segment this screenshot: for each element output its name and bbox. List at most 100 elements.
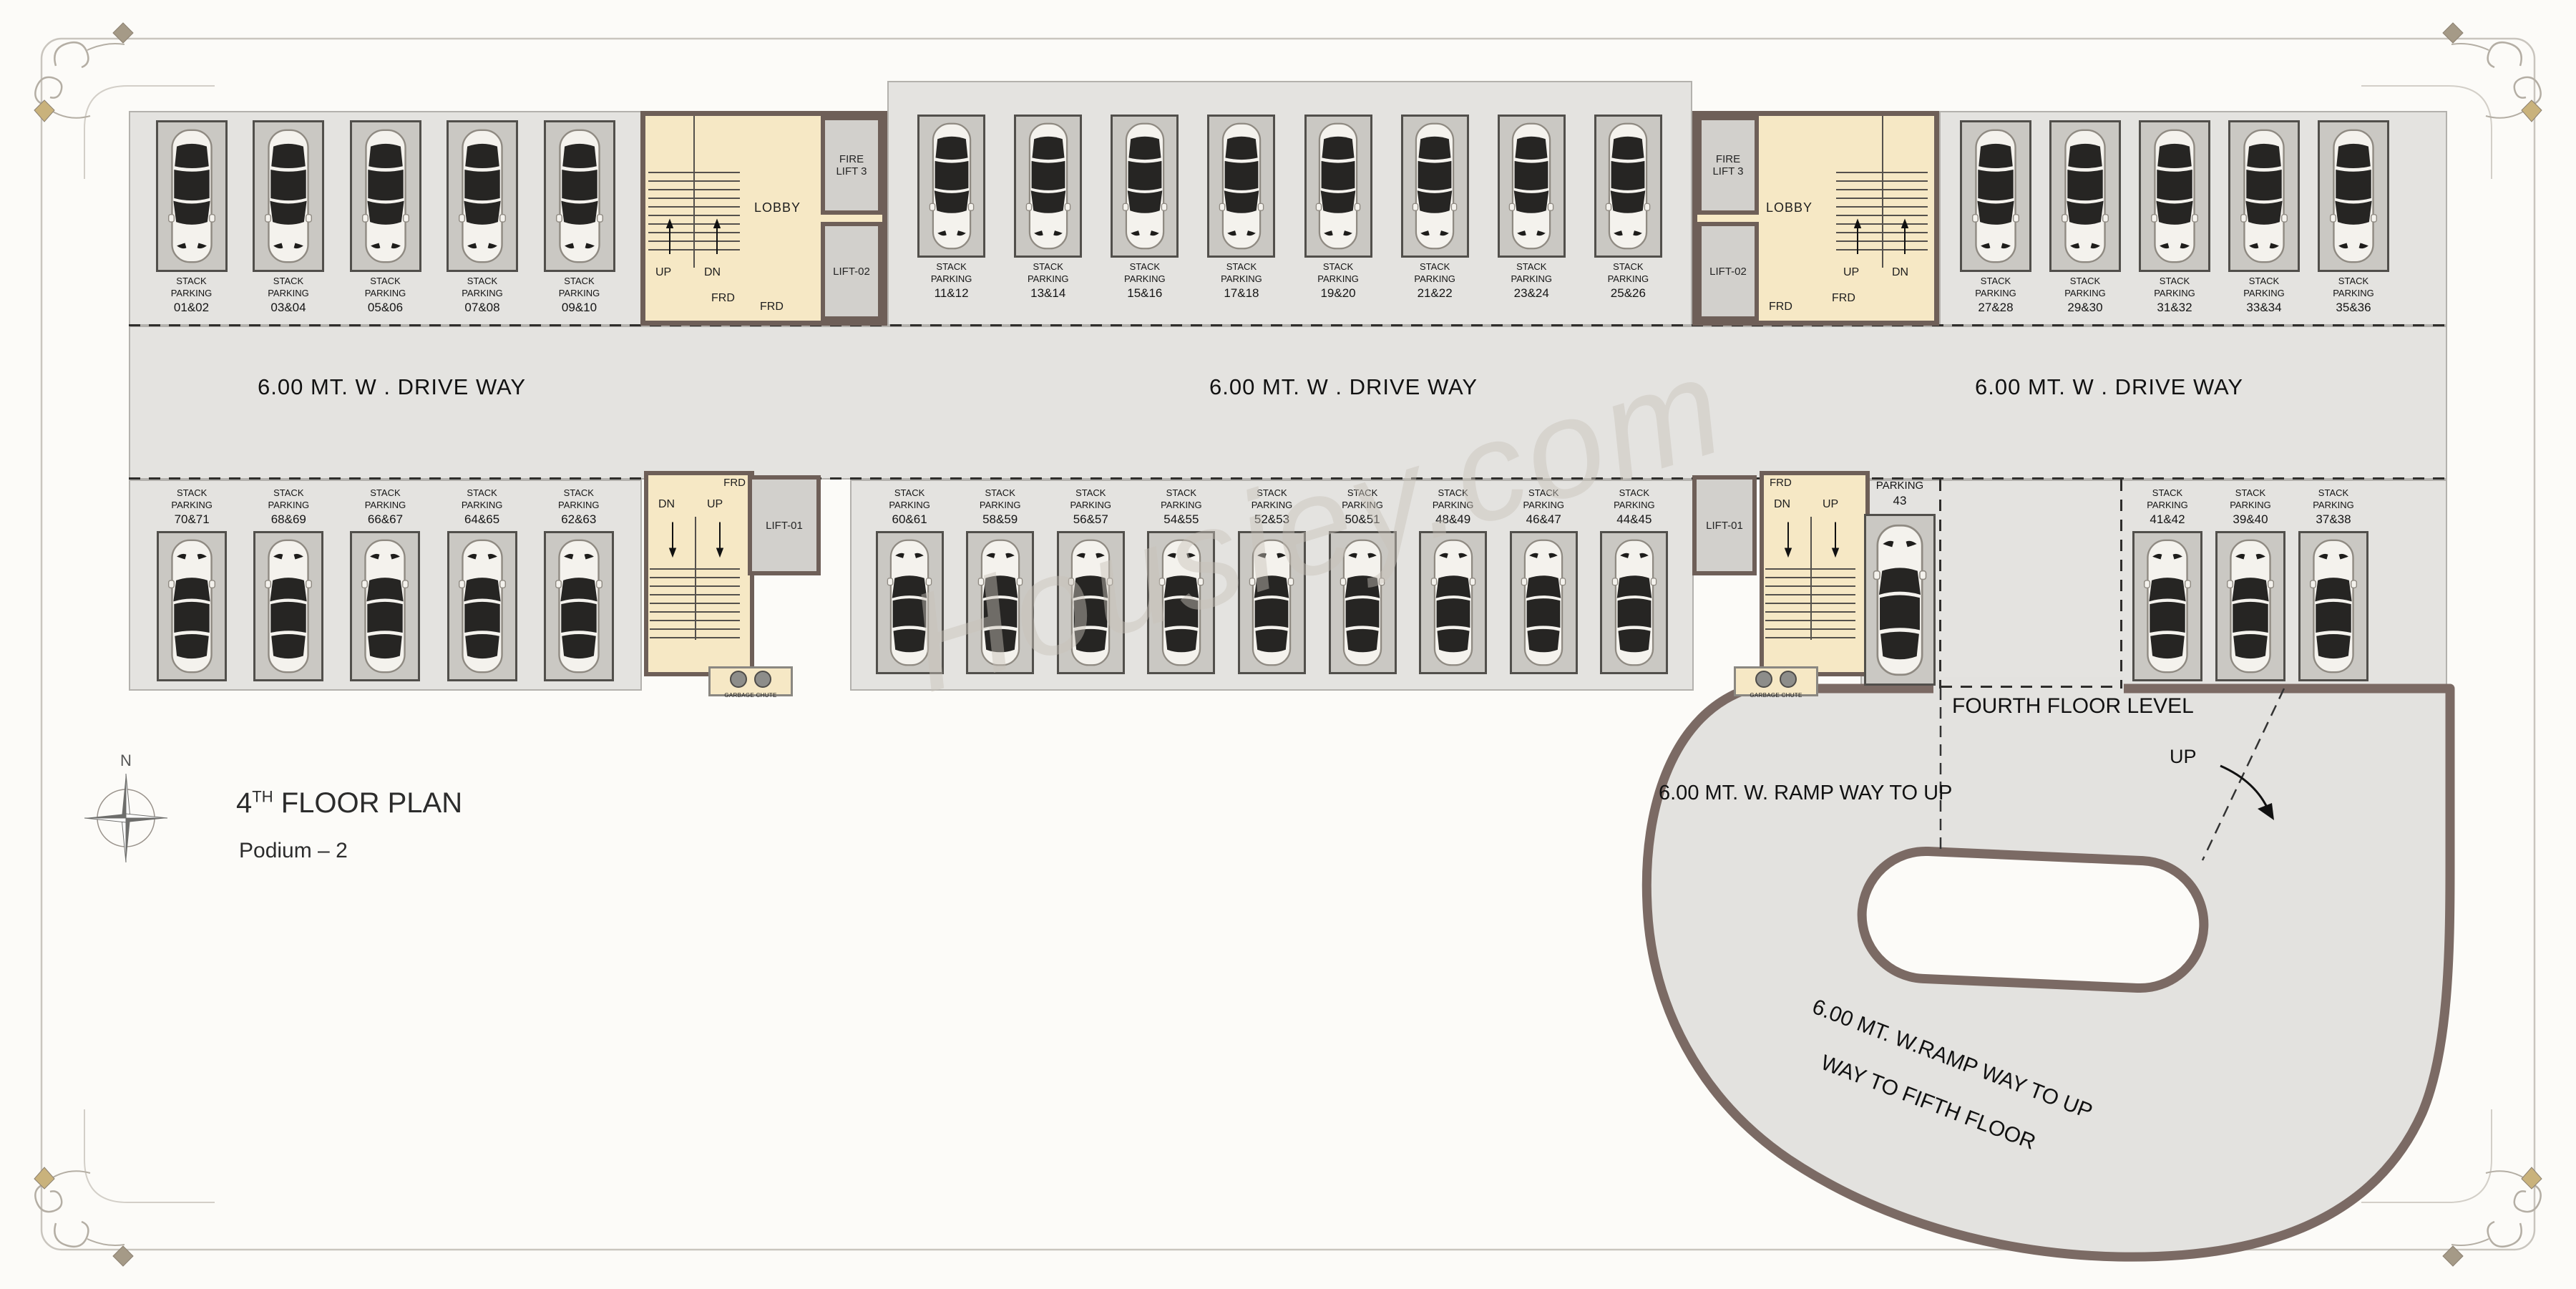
stall-box <box>2132 530 2202 681</box>
stall-label: STACK PARKING 35&36 <box>2333 276 2374 314</box>
stall-label: STACK PARKING 37&38 <box>2313 487 2354 526</box>
dn-label: DN <box>704 266 721 278</box>
lift-01-room: LIFT-01 <box>1692 475 1757 575</box>
stall-label: STACK PARKING 29&30 <box>2064 276 2106 314</box>
car-top-view <box>1063 538 1118 667</box>
stall-box <box>1111 115 1179 258</box>
stall-box <box>2139 120 2210 272</box>
stall-label: STACK PARKING 19&20 <box>1317 261 1359 300</box>
stall-row-top-middle: STACK PARKING 11&12 STACK PARKING 13&14 … <box>889 115 1691 305</box>
garbage-chute-label: GARBAGE CHUTE <box>724 692 777 699</box>
car-top-view <box>551 128 608 264</box>
car-top-view <box>1516 538 1571 667</box>
car-top-view <box>1607 538 1662 667</box>
compass-rose: N <box>84 751 168 863</box>
stall-box <box>2049 120 2121 272</box>
stall-label: STACK PARKING 17&18 <box>1221 261 1262 300</box>
parking-stall: STACK PARKING 31&32 <box>2139 120 2210 319</box>
stall-label: STACK PARKING 39&40 <box>2230 487 2271 526</box>
stall-label: STACK PARKING 48&49 <box>1432 487 1474 526</box>
stall-row-top-right: STACK PARKING 27&28 STACK PARKING 29&30 … <box>1942 120 2407 319</box>
stall-label: STACK PARKING 01&02 <box>170 276 213 314</box>
stall-label: STACK PARKING 46&47 <box>1523 487 1565 526</box>
car-top-view <box>1154 538 1209 667</box>
stall-label: STACK PARKING 58&59 <box>979 487 1021 526</box>
stair-divider <box>693 116 695 268</box>
lift-02-room: LIFT-02 <box>1697 222 1759 321</box>
parking-stall: STACK PARKING 13&14 <box>1014 115 1083 305</box>
parking-43-label: PARKING 43 <box>1875 480 1924 507</box>
stall-box <box>543 530 614 681</box>
parking-stall: STACK PARKING 17&18 <box>1207 115 1276 305</box>
stall-label: STACK PARKING 27&28 <box>1975 276 2016 314</box>
driveway-label-right: 6.00 MT. W . DRIVE WAY <box>1975 374 2244 399</box>
frd-label: FRD <box>1832 292 1855 304</box>
car-top-view <box>1426 538 1480 667</box>
car-top-view <box>1601 122 1655 250</box>
lift-02-room: LIFT-02 <box>821 222 882 321</box>
compass-north-letter: N <box>120 751 132 769</box>
stall-label: STACK PARKING 41&42 <box>2147 487 2188 526</box>
stall-row-bottom-middle: STACK PARKING 60&61 STACK PARKING 58&59 … <box>853 484 1691 674</box>
up-arrow-icon <box>1853 218 1863 256</box>
fire-lift-room: FIRE LIFT 3 <box>1697 116 1759 215</box>
car-top-view <box>2222 538 2279 674</box>
lift-01-room: LIFT-01 <box>748 475 821 575</box>
stall-label: STACK PARKING 68&69 <box>268 487 310 526</box>
car-top-view <box>1118 122 1172 250</box>
parking-stall: STACK PARKING 33&34 <box>2228 120 2300 319</box>
car-top-view <box>356 538 414 674</box>
parking-stall: STACK PARKING 29&30 <box>2049 120 2121 319</box>
stall-label: STACK PARKING 13&14 <box>1027 261 1069 300</box>
stall-label: STACK PARKING 62&63 <box>558 487 600 526</box>
stall-box <box>1328 530 1397 674</box>
lobby-label: LOBBY <box>1766 200 1813 215</box>
stall-box <box>2215 530 2285 681</box>
staircase: FRD DN UP <box>1760 471 1870 676</box>
stall-label: STACK PARKING 31&32 <box>2154 276 2195 314</box>
stair-divider <box>695 517 696 640</box>
stall-box <box>1207 115 1276 258</box>
parking-stall: STACK PARKING 39&40 <box>2215 484 2285 681</box>
page-title: 4TH FLOOR PLAN <box>236 787 463 819</box>
dn-label: DN <box>1892 266 1909 278</box>
stall-row-bottom-left: STACK PARKING 70&71 STACK PARKING 68&69 … <box>130 484 640 681</box>
ramp-dash-right <box>2201 688 2285 861</box>
car-top-view <box>2305 538 2362 674</box>
stall-label: STACK PARKING 56&57 <box>1070 487 1112 526</box>
stall-box <box>966 530 1035 674</box>
stall-row-top-left: STACK PARKING 01&02 STACK PARKING 03&04 … <box>130 120 640 319</box>
stall-box <box>1014 115 1083 258</box>
stall-box <box>1864 514 1936 686</box>
ramp-up-label: UP <box>2170 746 2197 767</box>
car-top-view <box>924 122 979 250</box>
parking-stall: STACK PARKING 03&04 <box>253 120 324 319</box>
stall-label: STACK PARKING 33&34 <box>2243 276 2285 314</box>
parking-stall: STACK PARKING 15&16 <box>1111 115 1179 305</box>
parking-stall: STACK PARKING 50&51 <box>1328 484 1397 674</box>
connector-dashed-right <box>2120 480 2122 689</box>
stall-box <box>1497 115 1566 258</box>
stall-label: STACK PARKING 23&24 <box>1511 261 1553 300</box>
parking-stall: STACK PARKING 52&53 <box>1237 484 1306 674</box>
car-top-view <box>2146 128 2203 264</box>
parking-stall: STACK PARKING 56&57 <box>1056 484 1125 674</box>
car-top-view <box>973 538 1028 667</box>
stall-box <box>155 120 228 272</box>
parking-stall: STACK PARKING 07&08 <box>447 120 518 319</box>
parking-stall: STACK PARKING 37&38 <box>2298 484 2368 681</box>
stall-label: STACK PARKING 15&16 <box>1124 261 1166 300</box>
fire-lift-room: FIRE LIFT 3 <box>821 116 882 215</box>
driveway-label-middle: 6.00 MT. W . DRIVE WAY <box>1209 374 1478 399</box>
chute-opening <box>1780 671 1797 688</box>
stall-box <box>1400 115 1469 258</box>
parking-stall: STACK PARKING 58&59 <box>966 484 1035 674</box>
parking-stall: STACK PARKING 54&55 <box>1147 484 1216 674</box>
parking-stall: STACK PARKING 21&22 <box>1400 115 1469 305</box>
parking-stall: STACK PARKING 11&12 <box>917 115 986 305</box>
stall-label: STACK PARKING 70&71 <box>171 487 213 526</box>
stair-divider <box>1810 517 1812 640</box>
stall-label: STACK PARKING 21&22 <box>1414 261 1455 300</box>
